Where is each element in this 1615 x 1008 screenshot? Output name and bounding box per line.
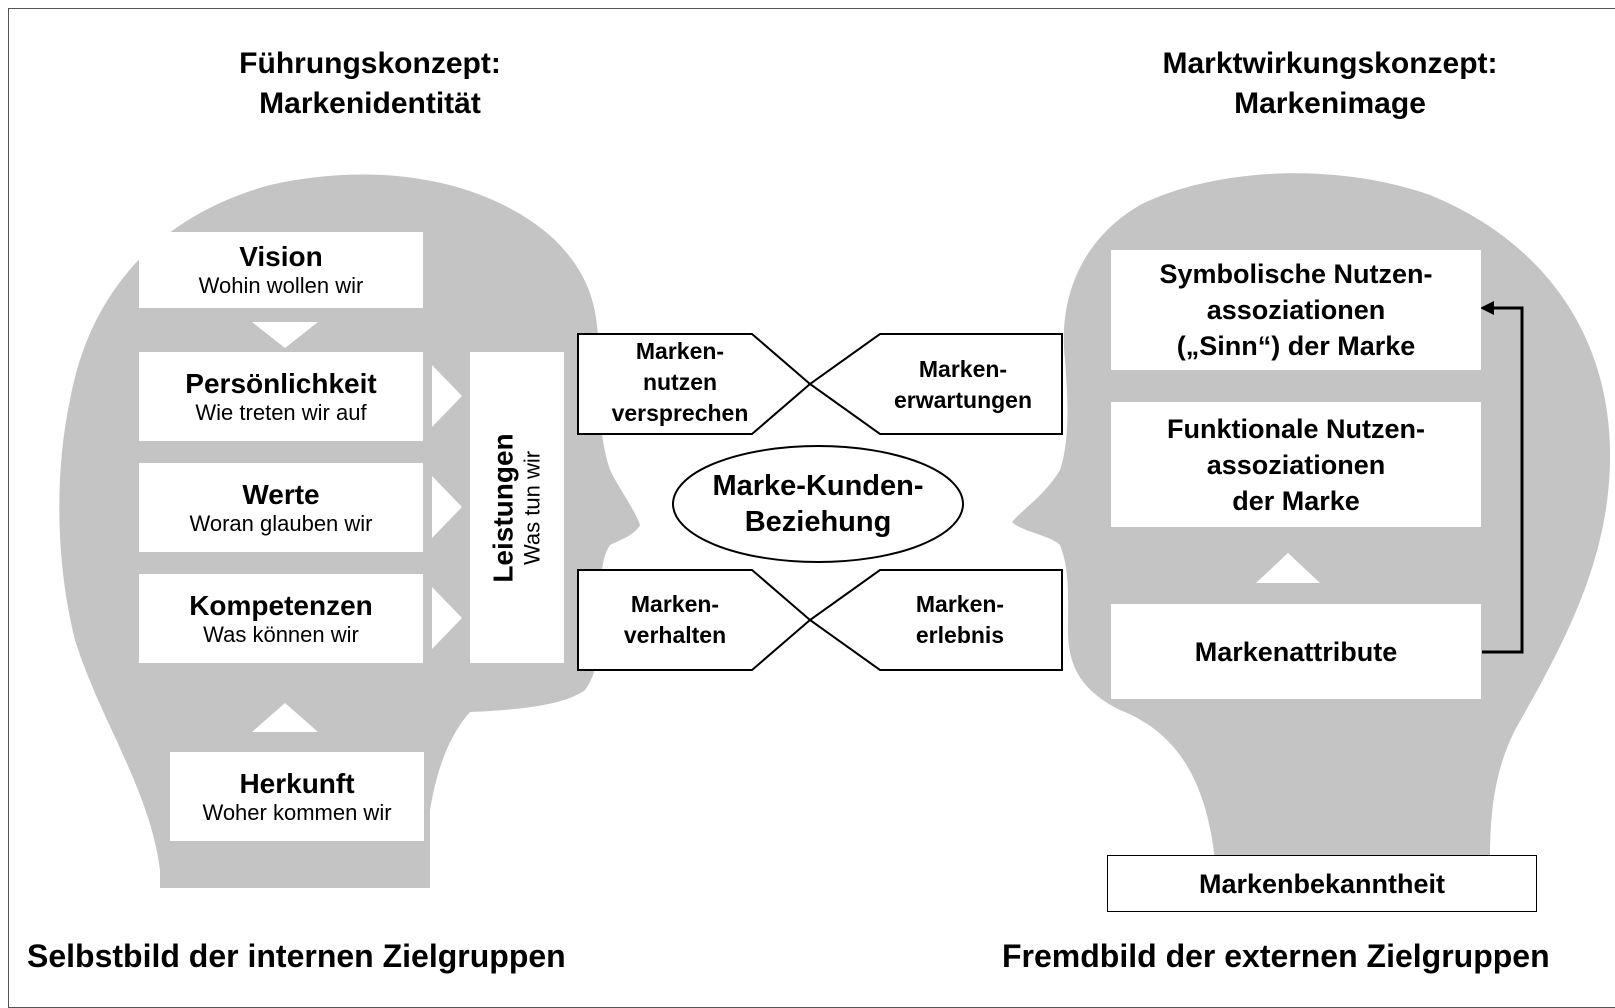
footer-left-caption: Selbstbild der internen Zielgruppen [27, 938, 566, 974]
behavior-line1: Marken- [630, 591, 720, 617]
connector-lower-right [808, 569, 1063, 671]
feedback-arrow-line [1482, 306, 1524, 654]
symbolic-line1: Symbolische Nutzen- [1159, 259, 1433, 289]
arrow-right-competencies [432, 587, 462, 649]
footer-right-caption: Fremdbild der externen Zielgruppen [1002, 938, 1550, 974]
personality-box: Persönlichkeit Wie treten wir auf [139, 352, 423, 441]
arrow-right-personality [432, 365, 462, 427]
competencies-box: Kompetenzen Was können wir [139, 574, 423, 663]
behavior-line2: verhalten [623, 622, 727, 648]
brand-awareness-box: Markenbekanntheit [1107, 855, 1537, 912]
connector-upper-left [577, 333, 812, 435]
arrow-right-values [432, 476, 462, 538]
left-title-line2: Markenidentität [259, 87, 481, 120]
services-box: Leistungen Was tun wir [470, 352, 564, 663]
benefit-promise-line3: versprechen [611, 400, 749, 426]
feedback-arrowhead [1480, 301, 1494, 315]
brand-awareness-label: Markenbekanntheit [1198, 868, 1446, 899]
experience-line1: Marken- [915, 591, 1005, 617]
benefit-promise-line1: Marken- [635, 338, 725, 364]
personality-subtitle: Wie treten wir auf [195, 399, 367, 425]
brand-attributes-label: Markenattribute [1194, 636, 1398, 667]
personality-title: Persönlichkeit [185, 367, 377, 399]
origin-title: Herkunft [239, 767, 355, 799]
arrow-up-attributes [1256, 553, 1320, 583]
functional-line1: Funktionale Nutzen- [1167, 413, 1425, 444]
origin-box: Herkunft Woher kommen wir [170, 752, 424, 841]
functional-line2: assoziationen [1206, 449, 1386, 480]
right-title: Marktwirkungskonzept: Markenimage [1110, 44, 1550, 124]
center-ellipse-line1: Marke-Kunden- [712, 470, 924, 502]
functional-line3: der Marke [1232, 485, 1360, 516]
symbolic-line3: („Sinn“) der Marke [1176, 331, 1416, 361]
experience-label: Marken- erlebnis [880, 589, 1040, 651]
symbolic-benefits-box: Symbolische Nutzen- assoziationen („Sinn… [1111, 250, 1481, 370]
values-subtitle: Woran glauben wir [189, 510, 373, 536]
right-title-line2: Markenimage [1234, 87, 1426, 120]
behavior-label: Marken- verhalten [600, 589, 750, 651]
functional-benefits-box: Funktionale Nutzen- assoziationen der Ma… [1111, 402, 1481, 527]
benefit-promise-line2: nutzen [642, 369, 718, 395]
expectations-line1: Marken- [918, 356, 1008, 382]
services-rotated-text: Leistungen Was tun wir [488, 433, 546, 582]
symbolic-line2: assoziationen [1206, 295, 1386, 325]
expectations-line2: erwartungen [893, 387, 1033, 413]
vision-subtitle: Wohin wollen wir [198, 273, 364, 298]
right-title-line1: Marktwirkungskonzept: [1162, 47, 1498, 80]
services-title: Leistungen [488, 432, 519, 583]
left-title-line1: Führungskonzept: [239, 47, 501, 80]
arrow-down-vision [252, 322, 318, 348]
values-box: Werte Woran glauben wir [139, 463, 423, 552]
benefit-promise-label: Marken- nutzen versprechen [592, 336, 768, 429]
arrow-up-origin [252, 703, 318, 732]
vision-box: Vision Wohin wollen wir [139, 232, 423, 308]
brand-attributes-box: Markenattribute [1111, 604, 1481, 699]
left-title: Führungskonzept: Markenidentität [180, 44, 560, 124]
competencies-title: Kompetenzen [189, 589, 373, 621]
origin-subtitle: Woher kommen wir [202, 799, 392, 825]
center-ellipse [672, 445, 964, 563]
competencies-subtitle: Was können wir [203, 621, 359, 647]
connector-lower-left [577, 569, 812, 671]
values-title: Werte [242, 478, 320, 510]
vision-title: Vision [239, 241, 323, 272]
services-subtitle: Was tun wir [520, 450, 545, 565]
center-ellipse-line2: Beziehung [744, 506, 892, 538]
expectations-label: Marken- erwartungen [870, 354, 1056, 416]
connector-upper-right [808, 333, 1063, 435]
experience-line2: erlebnis [915, 622, 1005, 648]
center-ellipse-label: Marke-Kunden- Beziehung [673, 468, 963, 540]
